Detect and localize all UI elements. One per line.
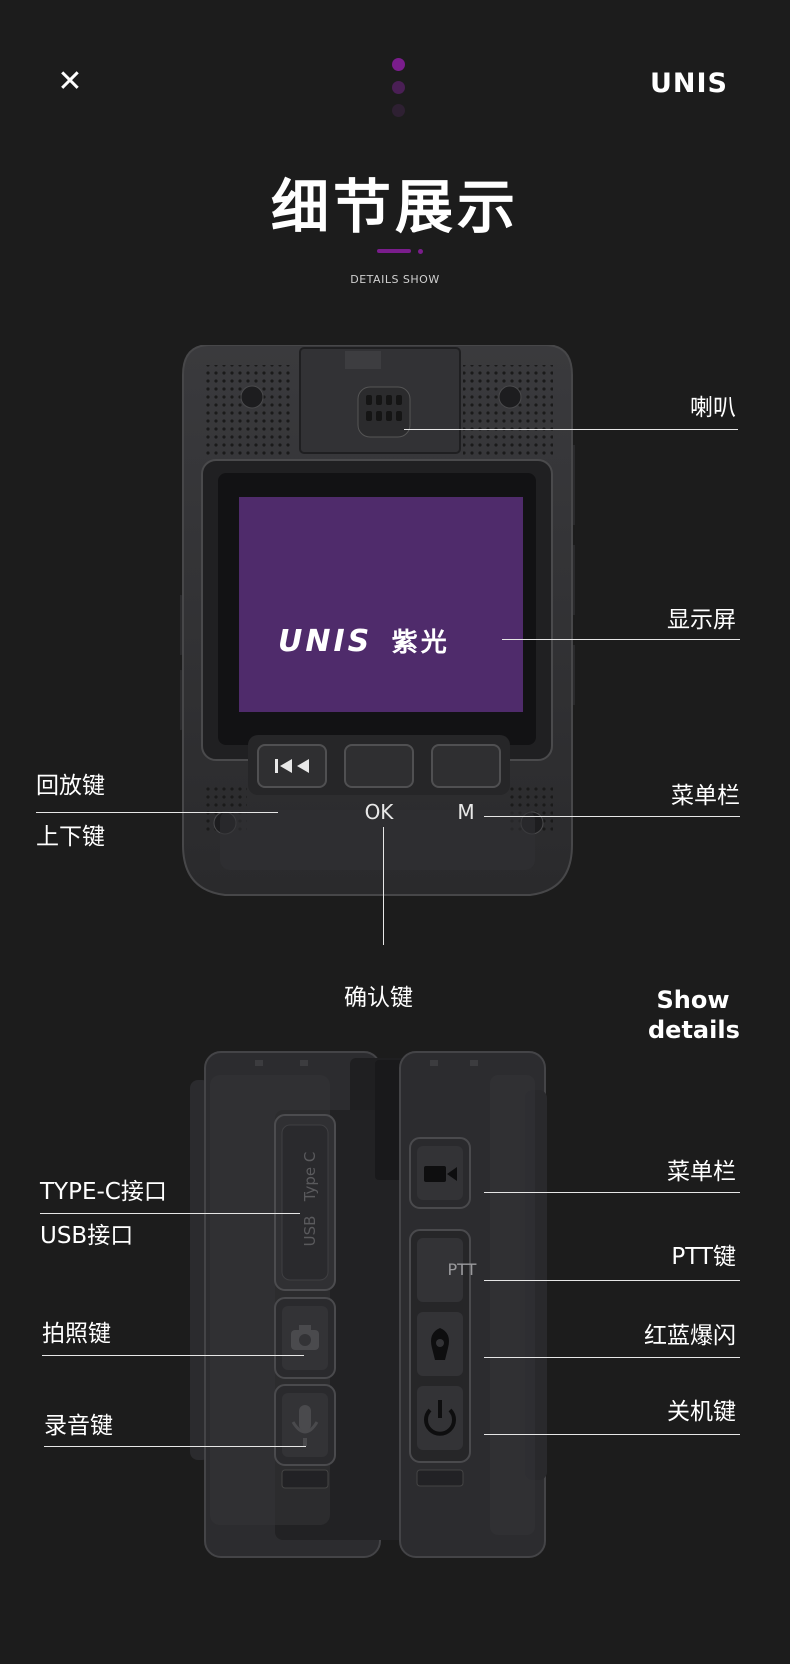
label-power: 关机键 <box>667 1399 736 1425</box>
leader-flash <box>484 1357 740 1358</box>
label-updown: 上下键 <box>36 824 105 850</box>
leader-speaker <box>404 429 738 430</box>
pager-dot-2 <box>392 81 405 94</box>
front-device-image <box>180 345 575 896</box>
label-playback: 回放键 <box>36 773 105 799</box>
label-camera: 拍照键 <box>42 1321 111 1347</box>
leader-playback <box>36 812 278 813</box>
screen-logo-cn: 紫光 <box>391 628 450 658</box>
leader-display <box>502 639 740 640</box>
leader-confirm <box>383 827 384 945</box>
pager-dot-1 <box>392 58 405 71</box>
usb-type-c-port-text: USB Type C <box>301 1151 319 1247</box>
label-menu-front: 菜单栏 <box>671 783 740 809</box>
section-subtitle: DETAILS SHOW <box>350 273 440 286</box>
title-accent-dot <box>418 249 423 254</box>
label-usb: USB接口 <box>40 1223 134 1249</box>
leader-record <box>44 1446 306 1447</box>
side-devices-image <box>190 1051 547 1558</box>
screen-logo-en: UNIS <box>278 624 373 659</box>
label-record: 录音键 <box>44 1413 113 1439</box>
leader-typec <box>40 1213 300 1214</box>
brand-logo-text: UNIS <box>649 68 728 99</box>
page-indicator <box>392 58 406 127</box>
screen-logo: UNIS 紫光 <box>278 622 450 659</box>
close-button[interactable]: ✕ <box>54 66 86 98</box>
label-menu-side: 菜单栏 <box>667 1159 736 1185</box>
title-accent-line <box>377 249 411 253</box>
close-icon: ✕ <box>57 64 83 99</box>
leader-camera <box>42 1355 304 1356</box>
label-flash: 红蓝爆闪 <box>644 1323 736 1349</box>
ptt-button-text: PTT <box>447 1260 477 1279</box>
label-typec: TYPE-C接口 <box>40 1179 167 1205</box>
leader-menu-side <box>484 1192 740 1193</box>
label-display: 显示屏 <box>667 607 736 633</box>
leader-ptt <box>484 1280 740 1281</box>
m-button: M <box>457 800 475 824</box>
label-ptt: PTT键 <box>671 1244 736 1270</box>
label-confirm: 确认键 <box>344 985 413 1011</box>
leader-menu-front <box>484 816 740 817</box>
show-details-text: Show details <box>648 986 740 1044</box>
label-speaker: 喇叭 <box>690 395 736 421</box>
pager-dot-3 <box>392 104 405 117</box>
section-title: 细节展示 <box>270 173 519 241</box>
leader-power <box>484 1434 740 1435</box>
device-screen <box>239 497 523 712</box>
ok-button: OK <box>364 800 394 824</box>
